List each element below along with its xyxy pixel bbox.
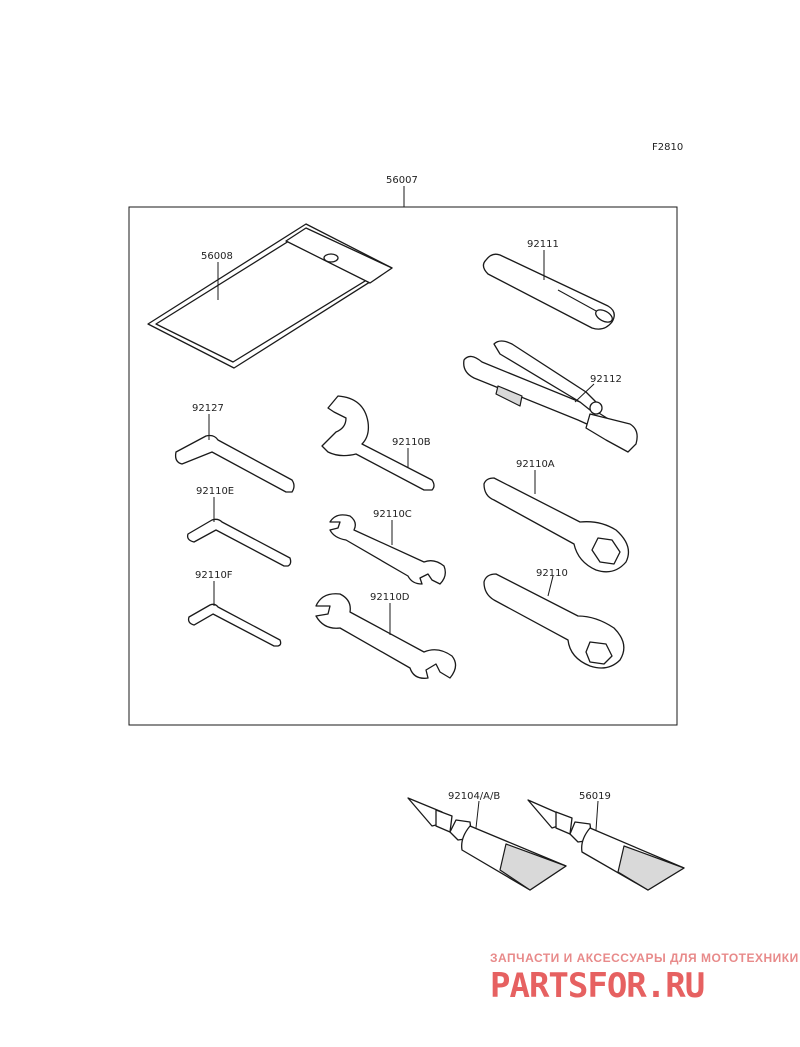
watermark-tagline: ЗАПЧАСТИ И АКСЕССУАРЫ ДЛЯ МОТОТЕХНИКИ xyxy=(490,951,799,965)
watermark-logo: PARTSFOR.RU xyxy=(490,966,705,1006)
hook-spanner-wrench[interactable]: 92110B xyxy=(321,395,435,491)
part-label-pliers: 92112 xyxy=(590,374,622,385)
part-label-wrench-small: 92110C xyxy=(373,509,412,520)
part-label-ring-wrench-a: 92110A xyxy=(516,459,555,470)
grease-tube-a[interactable]: 92104/A/B xyxy=(407,791,567,891)
part-label-bag: 56008 xyxy=(201,251,233,262)
ring-wrench[interactable]: 92110 xyxy=(483,568,625,669)
open-end-wrench-medium[interactable]: 92110D xyxy=(315,592,457,679)
part-label-wrench-medium: 92110D xyxy=(370,592,410,603)
hex-key-medium[interactable]: 92110E xyxy=(186,486,292,567)
grease-tube-b[interactable]: 56019 xyxy=(527,791,685,891)
ring-wrench-a[interactable]: 92110A xyxy=(483,459,630,573)
screwdriver-handle[interactable]: 92111 xyxy=(482,239,615,330)
part-label-hex-key-large: 92127 xyxy=(192,403,224,414)
figure-code: F2810 xyxy=(652,142,683,153)
tool-kit-frame: 56007 xyxy=(128,175,678,726)
part-label-hex-key-medium: 92110E xyxy=(196,486,234,497)
pliers[interactable]: 92112 xyxy=(463,340,638,453)
part-label-ring-wrench: 92110 xyxy=(536,568,568,579)
open-end-wrench-small[interactable]: 92110C xyxy=(329,509,446,585)
part-label-grease-tube-a: 92104/A/B xyxy=(448,791,500,802)
part-label-grease-tube-b: 56019 xyxy=(579,791,611,802)
part-label-hex-key-small: 92110F xyxy=(195,570,233,581)
part-label-hook-wrench: 92110B xyxy=(392,437,431,448)
hex-key-small[interactable]: 92110F xyxy=(187,570,282,647)
hex-key-large[interactable]: 92127 xyxy=(174,403,295,493)
kit-part-number: 56007 xyxy=(386,175,418,186)
part-label-screwdriver-handle: 92111 xyxy=(527,239,559,250)
tool-bag[interactable]: 56008 xyxy=(147,223,393,369)
